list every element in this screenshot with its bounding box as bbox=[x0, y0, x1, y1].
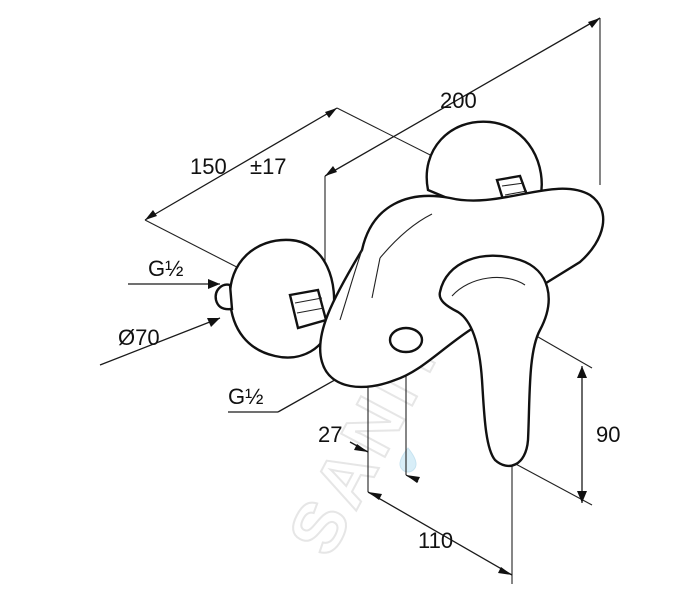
label-inlet-thread: G½ bbox=[148, 256, 183, 281]
label-tolerance: ±17 bbox=[250, 154, 287, 179]
watermark-logo-drop bbox=[399, 447, 417, 473]
label-outlet-offset: 27 bbox=[318, 422, 342, 447]
label-handle-height: 90 bbox=[596, 422, 620, 447]
label-center-distance: 150 bbox=[190, 154, 227, 179]
leader-inlet-thread bbox=[128, 279, 220, 289]
lever-handle bbox=[438, 254, 550, 467]
label-rosette-diameter: Ø70 bbox=[118, 325, 160, 350]
leader-rosette-diameter bbox=[99, 317, 221, 366]
outlet-opening bbox=[388, 326, 424, 354]
label-overall-width: 200 bbox=[440, 88, 477, 113]
label-outlet-thread: G½ bbox=[228, 384, 263, 409]
label-depth: 110 bbox=[418, 528, 453, 553]
front-rosette bbox=[214, 238, 336, 359]
dimension-110 bbox=[367, 462, 513, 584]
